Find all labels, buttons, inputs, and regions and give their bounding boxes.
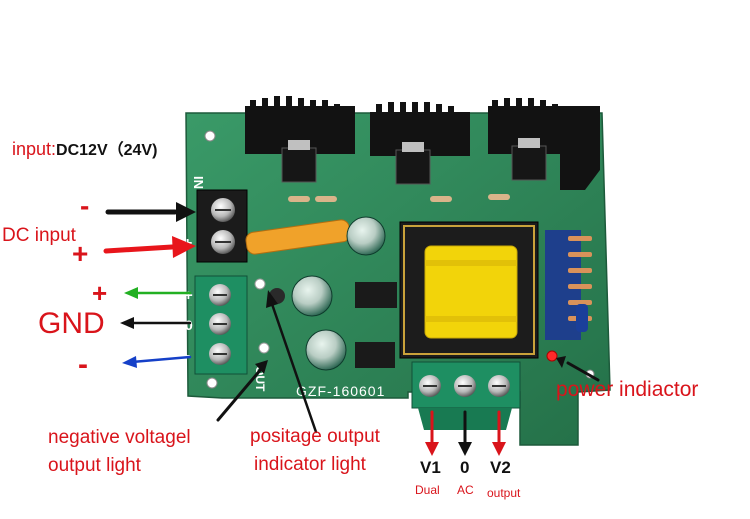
transistor-group [281, 138, 547, 185]
silk-model: GZF-160601 [296, 383, 385, 399]
gnd-label: GND [38, 307, 105, 340]
silk-in: IN [191, 176, 206, 189]
led-icon [254, 278, 558, 362]
resistor-stack [545, 230, 592, 340]
resistor-row [288, 194, 510, 202]
silk-out-zero: 0 [185, 317, 193, 333]
input-plus-sign: + [72, 238, 89, 269]
positive-light-label-2: indicator light [254, 454, 366, 475]
input-minus-sign: - [80, 190, 90, 221]
positive-light-label-1: positage output [250, 426, 380, 447]
negative-light-label-1: negative voltagel [48, 427, 191, 448]
v2-label: V2 [490, 458, 511, 477]
output-plus-sign: + [92, 278, 108, 308]
input-prefix: input: [12, 139, 57, 159]
dc-input-label: DC input [2, 225, 76, 246]
dual-label: Dual [415, 483, 440, 497]
input-value: DC12V（24V) [56, 142, 158, 159]
silk-out-plus: + [184, 287, 193, 304]
dual-output-terminal-block [194, 275, 248, 375]
power-indicator-label: power indiactor [556, 378, 699, 401]
negative-light-label-2: output light [48, 455, 141, 476]
zero-label: 0 [460, 458, 470, 477]
v1-label: V1 [420, 458, 441, 477]
ic-chips [355, 282, 397, 368]
ac-label: AC [457, 483, 474, 497]
input-label: input:DC12V（24V) [12, 136, 157, 160]
input-terminal-block [196, 189, 248, 263]
transformer-icon [399, 221, 539, 359]
output-label: output [487, 486, 521, 500]
arrow-icon [103, 202, 600, 456]
output-minus-sign: - [78, 348, 88, 381]
silk-out-minus: - [185, 347, 190, 364]
capacitor-icon [269, 216, 386, 371]
